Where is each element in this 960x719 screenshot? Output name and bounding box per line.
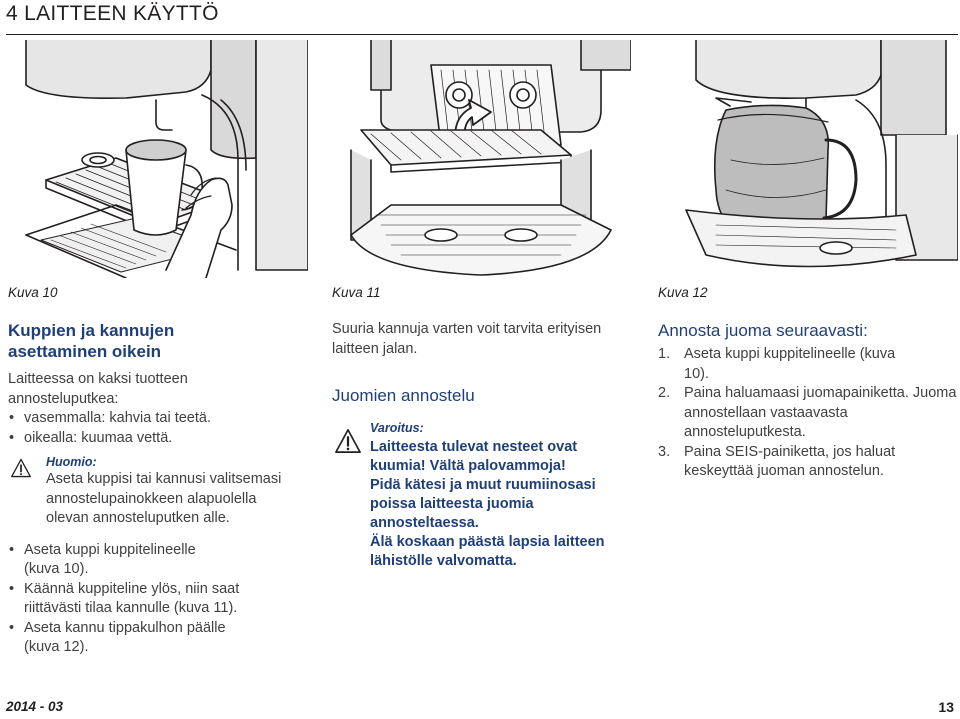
title-rule [6,34,958,35]
column-2: Suuria kannuja varten voit tarvita erity… [332,320,632,571]
note-title: Huomio: [46,455,97,469]
dispense-steps: 1. Aseta kuppi kuppitelineelle (kuva 10)… [658,345,958,482]
note-text: Aseta kuppisi tai kannusi valitsemasi an… [46,471,282,526]
section-heading: Annosta juoma seuraavasti: [658,321,868,340]
figure-12-illustration [656,40,958,278]
section-heading: Juomien annostelu [332,386,475,405]
section-heading: Kuppien ja kannujen asettaminen oikein [8,321,175,361]
warning-triangle-icon [335,429,361,453]
list-item: vasemmalla: kahvia tai teetä. [8,409,308,429]
list-item: Käännä kuppiteline ylös, niin saat riitt… [8,580,278,619]
warning-title: Varoitus: [370,421,424,435]
warning-triangle-icon [11,458,31,478]
note-block: Huomio: Aseta kuppisi tai kannusi valits… [8,454,308,529]
list-item: 2. Paina haluamaasi juomapainiketta. Juo… [658,384,958,443]
list-item: oikealla: kuumaa vettä. [8,429,308,449]
step-text: Paina haluamaasi juomapainiketta. Juoma … [684,385,957,440]
figure-11-illustration [331,40,631,278]
figure-10-caption: Kuva 10 [8,285,58,300]
warning-line: Pidä kätesi ja muut ruumiinosasi poissa … [370,477,596,531]
step-number: 2. [658,385,671,401]
list-item: Aseta kannu tippakulhon päälle (kuva 12)… [8,619,258,658]
warning-line: Älä koskaan päästä lapsia laitteen lähis… [370,534,605,569]
figure-12-caption: Kuva 12 [658,285,708,300]
placement-steps: Aseta kuppi kuppitelineelle (kuva 10). K… [8,541,308,658]
column-1: Kuppien ja kannujen asettaminen oikein L… [8,320,308,658]
list-item: 1. Aseta kuppi kuppitelineelle (kuva 10)… [658,345,908,384]
footer-date: 2014 - 03 [6,699,64,714]
step-text: Paina SEIS-painiketta, jos haluat keskey… [684,443,896,480]
warning-block: Varoitus: Laitteesta tulevat nesteet ova… [332,420,632,571]
intro-text: Laitteessa on kaksi tuotteen annostelupu… [8,371,188,407]
nozzle-list: vasemmalla: kahvia tai teetä. oikealla: … [8,409,308,448]
column-3: Annosta juoma seuraavasti: 1. Aseta kupp… [658,320,958,482]
list-item: Aseta kuppi kuppitelineelle (kuva 10). [8,541,228,580]
page-title: 4 LAITTEEN KÄYTTÖ [6,2,219,25]
list-item: 3. Paina SEIS-painiketta, jos haluat kes… [658,443,948,482]
warning-line: Laitteesta tulevat nesteet ovat kuumia! … [370,439,578,474]
page-number: 13 [938,699,954,715]
figure-10-illustration [6,40,308,278]
step-number: 1. [658,346,671,362]
figure-11-caption: Kuva 11 [332,285,381,300]
step-text: Aseta kuppi kuppitelineelle (kuva 10). [684,346,896,382]
intro-text: Suuria kannuja varten voit tarvita erity… [332,321,602,357]
step-number: 3. [658,443,671,460]
